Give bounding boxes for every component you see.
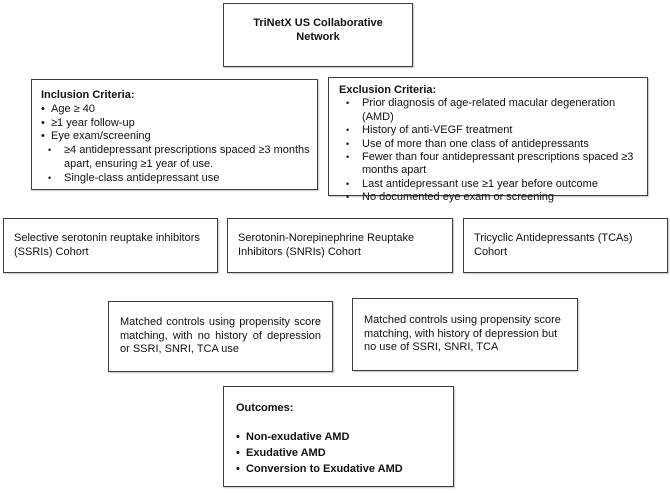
cohort-box-ssri: Selective serotonin reuptake inhibitors …: [3, 218, 218, 273]
exclusion-item: History of anti-VEGF treatment: [339, 124, 643, 137]
inclusion-title: Inclusion Criteria:: [41, 89, 135, 101]
matched-with-depression-text: Matched controls using propensity score …: [364, 313, 561, 354]
exclusion-title: Exclusion Criteria:: [339, 84, 437, 96]
matched-controls-with-depression-box: Matched controls using propensity score …: [352, 298, 578, 371]
inclusion-criteria-box: Inclusion Criteria: Age ≥ 40 ≥1 year fol…: [31, 79, 318, 190]
outcome-item: Exudative AMD: [236, 446, 443, 462]
matched-controls-no-depression-box: Matched controls using propensity score …: [108, 301, 333, 372]
cohort-ssri-label: Selective serotonin reuptake inhibitors …: [14, 231, 200, 258]
network-box: TriNetX US Collaborative Network: [223, 3, 413, 67]
inclusion-item: Age ≥ 40: [41, 103, 311, 117]
outcome-item: Non-exudative AMD: [236, 430, 443, 446]
outcomes-title: Outcomes:: [236, 402, 294, 414]
inclusion-item: ≥4 antidepressant prescriptions spaced ≥…: [41, 144, 311, 172]
cohort-box-tca: Tricyclic Antidepressants (TCAs) Cohort: [463, 218, 668, 273]
exclusion-criteria-box: Exclusion Criteria: Prior diagnosis of a…: [328, 77, 648, 204]
cohort-box-snri: Serotonin-Norepinephrine Reuptake Inhibi…: [227, 218, 453, 273]
inclusion-item: ≥1 year follow-up: [41, 117, 311, 131]
inclusion-list: Age ≥ 40 ≥1 year follow-up Eye exam/scre…: [41, 103, 311, 186]
inclusion-item: Eye exam/screening: [41, 130, 311, 144]
outcomes-box: Outcomes: Non-exudative AMD Exudative AM…: [223, 386, 454, 487]
cohort-snri-label: Serotonin-Norepinephrine Reuptake Inhibi…: [238, 231, 415, 258]
inclusion-item: Single-class antidepressant use: [41, 172, 311, 186]
exclusion-item: Prior diagnosis of age-related macular d…: [339, 97, 643, 124]
matched-no-depression-text: Matched controls using propensity score …: [120, 315, 321, 356]
exclusion-item: No documented eye exam or screening: [339, 191, 643, 204]
network-label: TriNetX US Collaborative Network: [253, 17, 383, 43]
outcome-item: Conversion to Exudative AMD: [236, 462, 443, 478]
cohort-tca-label: Tricyclic Antidepressants (TCAs) Cohort: [474, 231, 633, 258]
exclusion-item: Last antidepressant use ≥1 year before o…: [339, 178, 643, 191]
exclusion-item: Fewer than four antidepressant prescript…: [339, 151, 643, 178]
exclusion-item: Use of more than one class of antidepres…: [339, 138, 643, 151]
exclusion-list: Prior diagnosis of age-related macular d…: [339, 97, 643, 204]
outcomes-list: Non-exudative AMD Exudative AMD Conversi…: [236, 430, 443, 478]
outcomes-spacer: [236, 416, 443, 430]
